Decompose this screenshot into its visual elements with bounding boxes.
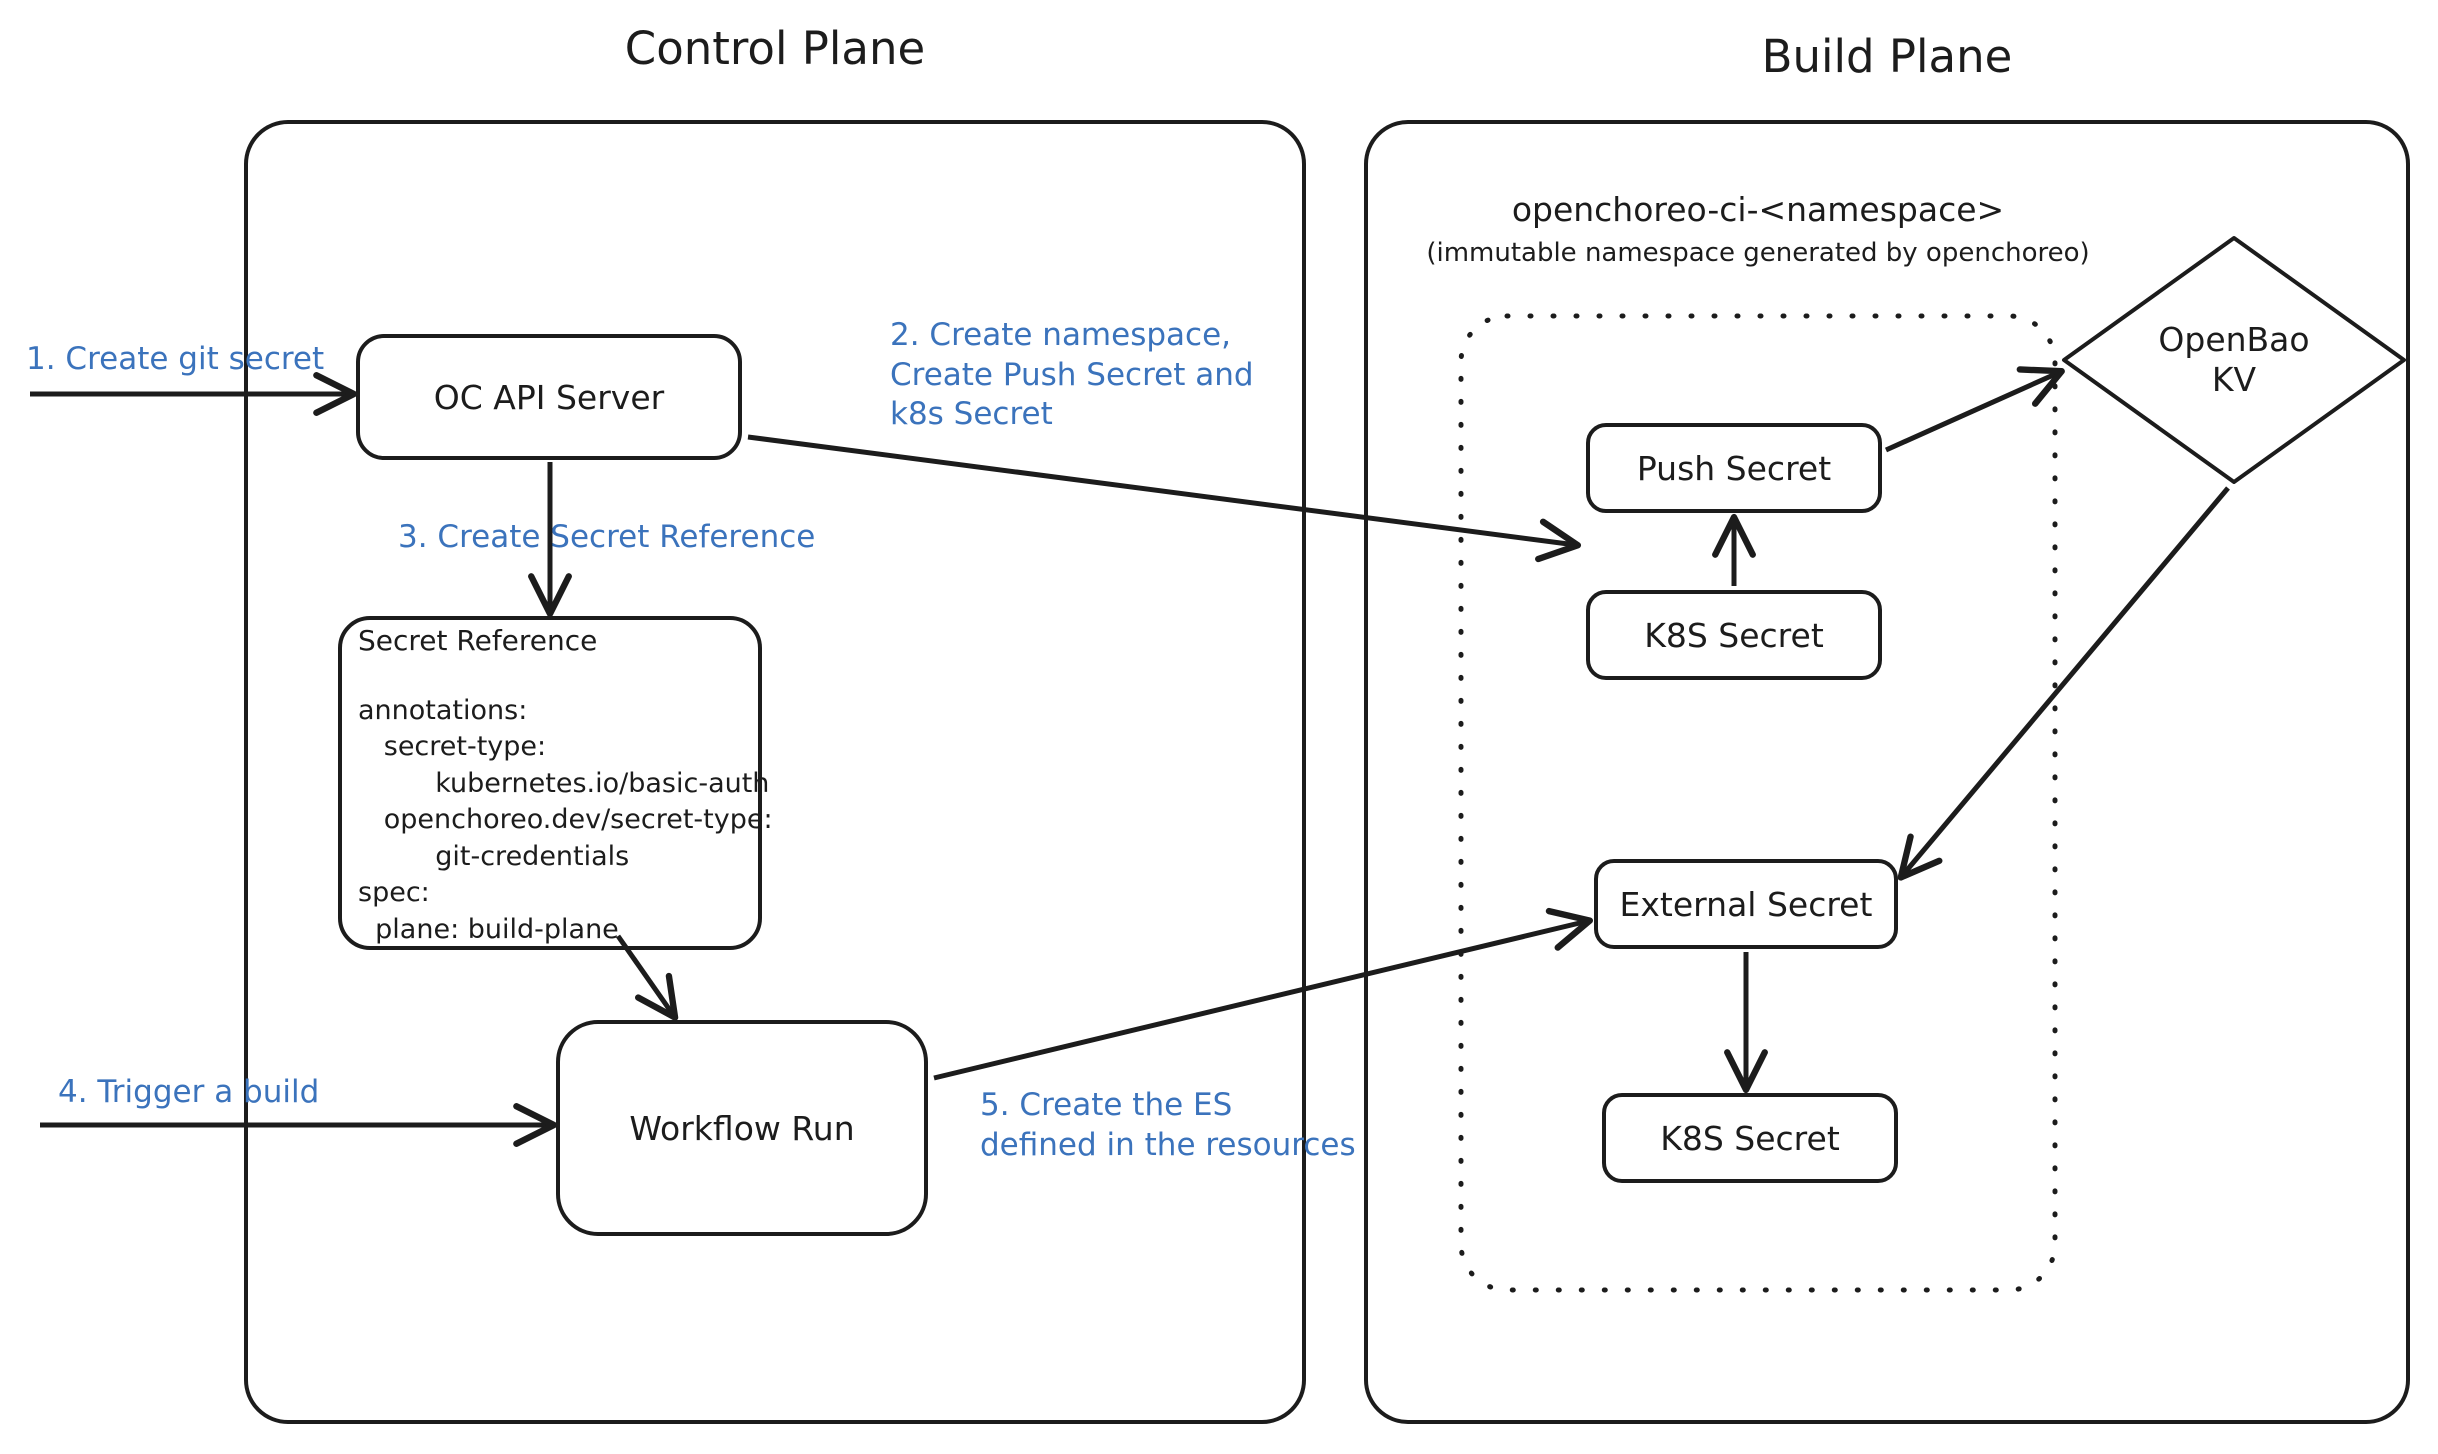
external-secret-box[interactable]	[1594, 859, 1898, 949]
control-plane-container	[244, 120, 1306, 1424]
k8s-secret-top-box[interactable]	[1586, 590, 1882, 680]
openbao-kv-diamond[interactable]	[2062, 236, 2406, 484]
annotation-step-3: 3. Create Secret Reference	[398, 519, 816, 555]
annotation-step-5: 5. Create the ES defined in the resource…	[980, 1087, 1356, 1163]
arrow-create-external-secret	[933, 907, 1594, 1081]
openbao-kv-label: OpenBao KV	[2158, 320, 2310, 399]
arrow-secret-reference-to-workflow-run	[615, 934, 679, 1021]
secret-reference-title: Secret Reference	[358, 624, 598, 657]
namespace-name-label: openchoreo-ci-<namespace>	[1511, 190, 2005, 229]
namespace-subtitle-label: (immutable namespace generated by opench…	[1426, 238, 2090, 268]
build-plane-container	[1364, 120, 2410, 1424]
k8s-secret-top-label: K8S Secret	[1644, 615, 1824, 655]
annotation-step-2: 2. Create namespace, Create Push Secret …	[890, 317, 1254, 433]
control-plane-title: Control Plane	[624, 22, 926, 75]
push-secret-box[interactable]	[1586, 423, 1882, 513]
k8s-secret-bottom-box[interactable]	[1602, 1093, 1898, 1183]
arrow-push-secret-to-openbao	[1884, 366, 2065, 453]
secret-reference-yaml: annotations: secret-type: kubernetes.io/…	[358, 695, 773, 945]
arrow-create-namespace-push-secret	[747, 434, 1582, 563]
namespace-dotted-container	[1458, 313, 2058, 1293]
k8s-secret-bottom-label: K8S Secret	[1660, 1118, 1840, 1158]
annotation-step-4: 4. Trigger a build	[58, 1074, 320, 1110]
oc-api-server-label: OC API Server	[433, 377, 665, 417]
workflow-run-box[interactable]	[556, 1020, 928, 1236]
push-secret-label: Push Secret	[1636, 448, 1832, 488]
build-plane-title: Build Plane	[1761, 30, 2013, 83]
annotation-step-1: 1. Create git secret	[26, 341, 325, 377]
oc-api-server-box[interactable]	[356, 334, 742, 460]
secret-reference-box[interactable]	[338, 616, 762, 950]
external-secret-label: External Secret	[1619, 884, 1873, 924]
arrow-openbao-to-external-secret	[1897, 486, 2230, 881]
workflow-run-label: Workflow Run	[629, 1108, 855, 1148]
